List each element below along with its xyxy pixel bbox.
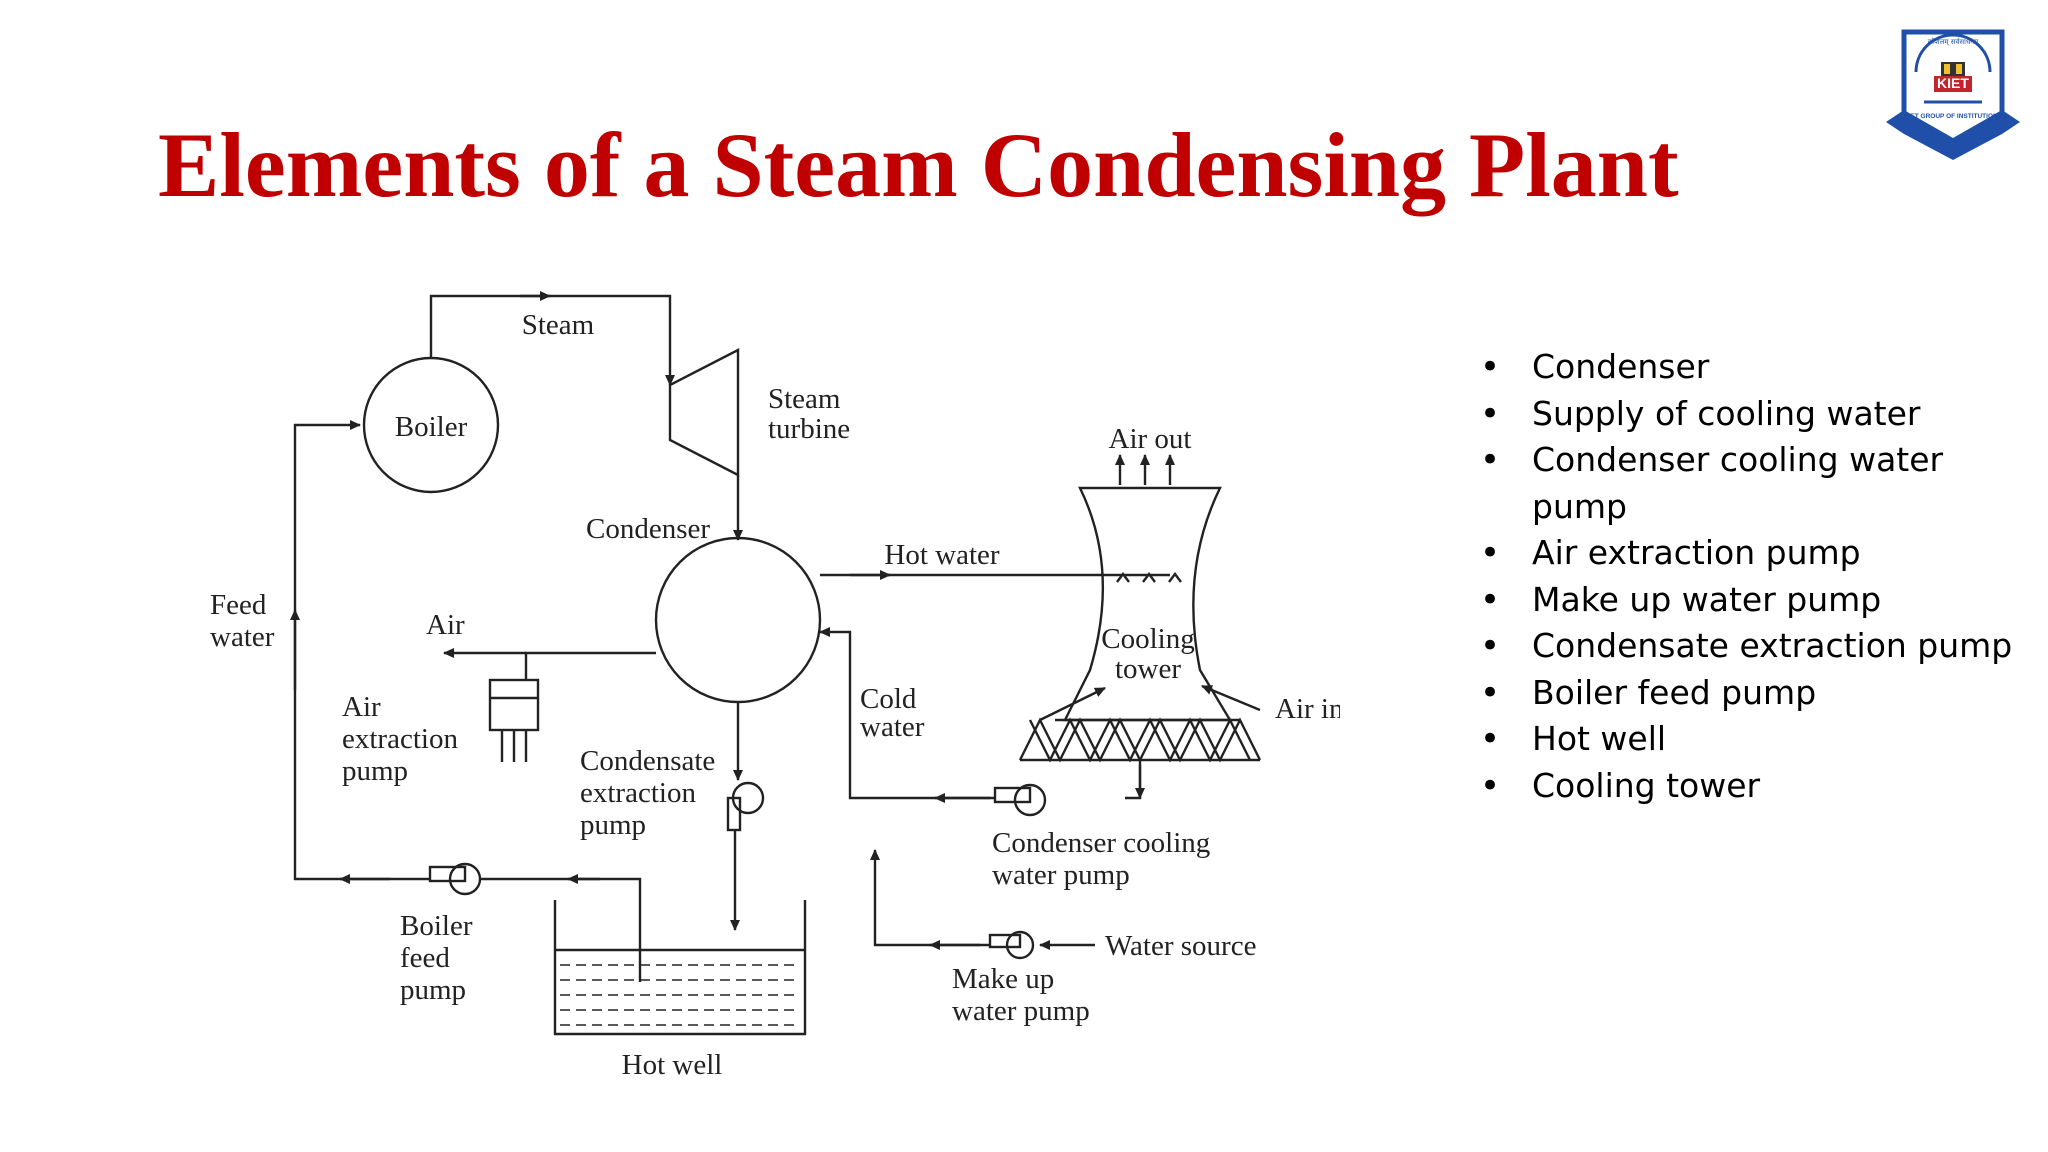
- condensate-label-2: extraction: [580, 777, 696, 809]
- list-item: Hot well: [1480, 716, 2040, 763]
- water-source-label: Water source: [1105, 930, 1256, 962]
- air-extraction-label-3: pump: [342, 755, 408, 787]
- list-item: Condenser cooling water pump: [1480, 437, 2040, 530]
- condenser-cooling-label-2: water pump: [992, 859, 1130, 891]
- cold-water-label-1: Cold: [860, 683, 917, 715]
- condensate-label-3: pump: [580, 809, 646, 841]
- make-up-label-1: Make up: [952, 963, 1054, 995]
- kiet-logo: KIET कौशलम् सर्वसाधनम् KIET GROUP OF INS…: [1886, 29, 2020, 160]
- cooling-tower-shape: [1063, 486, 1233, 722]
- air-in-label: Air in: [1275, 693, 1340, 725]
- list-item: Supply of cooling water: [1480, 391, 2040, 438]
- air-extraction-pump: [488, 678, 540, 732]
- hot-well-label: Hot well: [622, 1049, 723, 1081]
- make-up-pump: [1005, 930, 1035, 960]
- cold-water-label-2: water: [860, 711, 925, 743]
- air-extraction-label-1: Air: [342, 691, 381, 723]
- logo-main-text: KIET: [1937, 75, 1969, 91]
- condenser-cooling-pump: [1013, 783, 1047, 817]
- air-out-label: Air out: [1109, 423, 1192, 455]
- steam-turbine-label-2: turbine: [768, 413, 850, 445]
- feed-water-line: [293, 420, 430, 881]
- logo-top-text: कौशलम् सर्वसाधनम्: [1928, 37, 1980, 46]
- boiler-feed-label-2: feed: [400, 942, 450, 974]
- steam-turbine-label-1: Steam: [768, 383, 841, 415]
- list-item: Make up water pump: [1480, 577, 2040, 624]
- feed-water-label-2: water: [210, 621, 275, 653]
- steam-plant-diagram: Boiler Steam Steam turbine Condenser Hot…: [210, 291, 1340, 1081]
- air-extraction-label-2: extraction: [342, 723, 458, 755]
- feed-water-label-1: Feed: [210, 589, 267, 621]
- steam-label: Steam: [522, 309, 595, 341]
- page-title: Elements of a Steam Condensing Plant: [158, 114, 1679, 216]
- cold-water-line: [819, 627, 995, 800]
- condensate-label-1: Condensate: [580, 745, 715, 777]
- condenser-cooling-label-1: Condenser cooling: [992, 827, 1210, 859]
- list-item: Condensate extraction pump: [1480, 623, 2040, 670]
- condenser-shape: [654, 536, 822, 704]
- list-item: Cooling tower: [1480, 763, 2040, 810]
- boiler-feed-label-3: pump: [400, 974, 466, 1006]
- cooling-tower-label-2: tower: [1115, 653, 1181, 685]
- hot-well-shape: [553, 900, 807, 1036]
- steam-turbine-shape: [668, 348, 740, 477]
- boiler-feed-label-1: Boiler: [400, 910, 473, 942]
- boiler-feed-pump: [448, 862, 482, 896]
- make-up-label-2: water pump: [952, 995, 1090, 1027]
- condenser-label: Condenser: [586, 513, 710, 545]
- elements-list: Condenser Supply of cooling water Conden…: [1480, 344, 2040, 809]
- boiler-label: Boiler: [395, 411, 468, 443]
- hot-water-label: Hot water: [884, 539, 999, 571]
- list-item: Boiler feed pump: [1480, 670, 2040, 717]
- logo-ring-text: KIET GROUP OF INSTITUTIONS: [1904, 113, 2003, 120]
- air-label: Air: [426, 609, 465, 641]
- list-item: Condenser: [1480, 344, 2040, 391]
- list-item: Air extraction pump: [1480, 530, 2040, 577]
- cooling-tower-label-1: Cooling: [1101, 623, 1194, 655]
